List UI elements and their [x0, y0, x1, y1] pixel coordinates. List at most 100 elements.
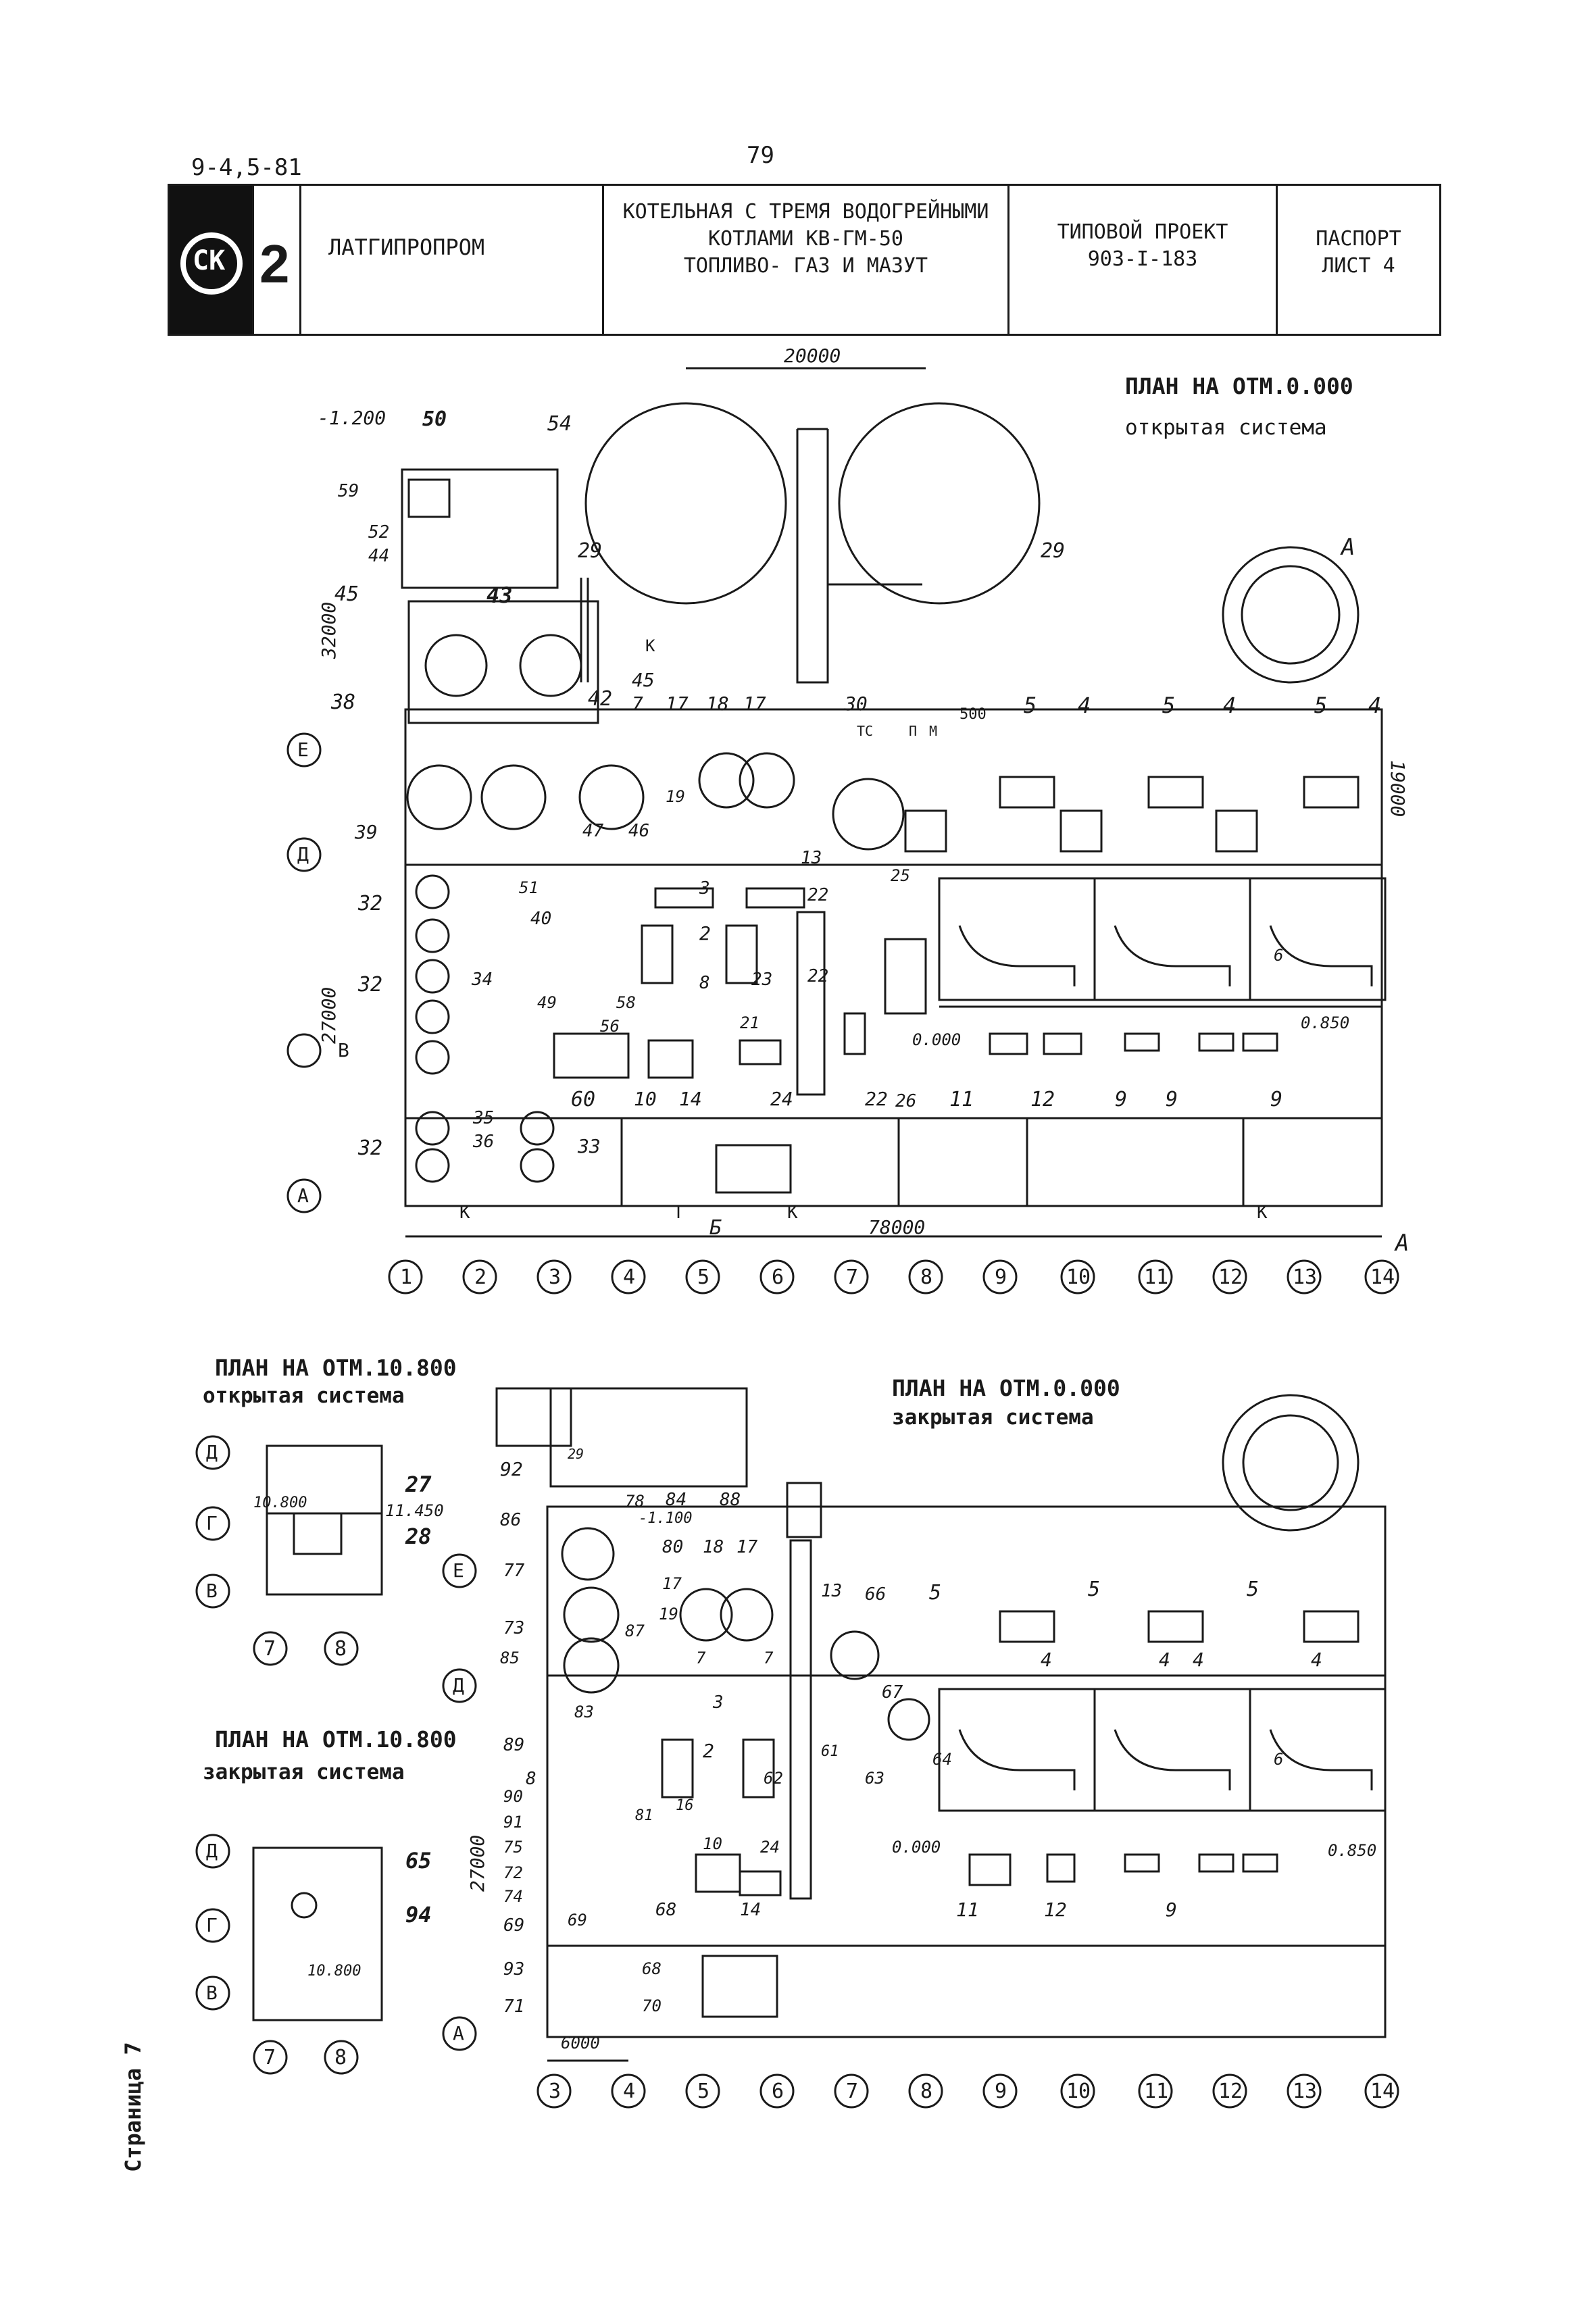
bottom-axis-11: 11	[1144, 2080, 1169, 2103]
callout-32c: 32	[358, 1136, 383, 1160]
callout-8: 8	[699, 973, 710, 993]
callout-59: 59	[338, 481, 359, 501]
mid-closed-row-V: В	[206, 1982, 218, 2004]
callout-27: 27	[405, 1472, 432, 1497]
mid-open-axis-7: 7	[264, 1637, 276, 1661]
bottom-axis-7: 7	[846, 2080, 859, 2103]
callout-38: 38	[331, 690, 356, 714]
callout-21: 21	[740, 1013, 759, 1032]
bottom-axis-5: 5	[697, 2080, 710, 2103]
b-callout-86: 86	[500, 1510, 522, 1530]
organization: ЛАТГИПРОПРОМ	[328, 234, 485, 260]
k-mark-2: К	[787, 1203, 798, 1223]
b-callout-14: 14	[740, 1900, 762, 1920]
b-callout-85: 85	[500, 1649, 520, 1667]
dim-19000: 19000	[1387, 760, 1409, 818]
level-0850: 0.850	[1301, 1013, 1350, 1032]
b-callout-89: 89	[503, 1735, 525, 1755]
b-callout-4d: 4	[1311, 1649, 1322, 1671]
callout-33: 33	[578, 1135, 601, 1157]
top-axis-6: 6	[772, 1265, 784, 1289]
bottom-plan-subtitle: закрытая система	[892, 1405, 1094, 1430]
top-row-E: Е	[297, 738, 309, 761]
b-callout-78: 78	[625, 1492, 645, 1511]
b-callout-7b: 7	[764, 1649, 774, 1667]
section-B: Б	[709, 1216, 722, 1240]
b-callout-18: 18	[703, 1537, 724, 1557]
b-callout-73: 73	[503, 1618, 525, 1638]
b-callout-17b: 17	[662, 1574, 682, 1593]
bottom-level-minus1100: -1.100	[639, 1510, 693, 1527]
mid-open-row-V: В	[206, 1580, 218, 1602]
b-callout-81: 81	[635, 1807, 653, 1824]
b-callout-4c: 4	[1193, 1649, 1204, 1671]
b-callout-69a: 69	[503, 1915, 525, 1936]
callout-18: 18	[706, 693, 729, 715]
bottom-row-D: Д	[453, 1674, 464, 1696]
mid-open-outline	[195, 1435, 383, 1666]
b-callout-62: 62	[764, 1769, 783, 1788]
b-callout-71: 71	[503, 1996, 525, 2017]
k-mark-1: К	[459, 1203, 470, 1223]
mid-closed-subtitle: закрытая система	[203, 1760, 405, 1784]
bottom-axis-bubbles	[442, 1553, 1399, 2109]
b-callout-5a: 5	[929, 1581, 942, 1605]
top-axis-bubbles	[286, 732, 1399, 1294]
callout-54: 54	[547, 412, 572, 436]
callout-44: 44	[368, 546, 390, 566]
b-callout-7a: 7	[696, 1649, 706, 1667]
callout-40: 40	[530, 909, 552, 929]
b-callout-88: 88	[720, 1490, 741, 1510]
callout-11: 11	[949, 1088, 974, 1111]
dim-20000: 20000	[784, 345, 841, 367]
bottom-level-0000: 0.000	[892, 1838, 941, 1857]
logo-text: СК	[193, 245, 226, 276]
b-callout-13: 13	[821, 1581, 843, 1601]
callout-30: 30	[845, 693, 868, 715]
callout-26: 26	[895, 1091, 917, 1111]
b-callout-8: 8	[526, 1769, 537, 1789]
level-10800-closed: 10.800	[307, 1963, 361, 1980]
bottom-row-A: А	[453, 2022, 464, 2044]
b-callout-74: 74	[503, 1887, 523, 1906]
description-line-1: КОТЕЛЬНАЯ С ТРЕМЯ ВОДОГРЕЙНЫМИ	[622, 200, 989, 224]
dim-78000: 78000	[868, 1216, 926, 1238]
project-line-2: 903-I-183	[1087, 247, 1198, 271]
callout-45a: 45	[334, 582, 359, 606]
description-line-2: КОТЛАМИ КВ-ГМ-50	[708, 227, 903, 251]
callout-39: 39	[355, 821, 378, 843]
top-axis-9: 9	[995, 1265, 1007, 1289]
mid-closed-row-D: Д	[206, 1840, 218, 1862]
sheet-line-1: ПАСПОРТ	[1316, 227, 1401, 251]
b-callout-75: 75	[503, 1838, 523, 1857]
b-callout-5b: 5	[1088, 1578, 1101, 1601]
b-callout-29: 29	[568, 1446, 584, 1462]
dim-32000: 32000	[318, 601, 340, 659]
mid-closed-axis-8: 8	[334, 2046, 347, 2069]
callout-49: 49	[537, 993, 557, 1012]
top-axis-13: 13	[1293, 1265, 1318, 1289]
callout-22b: 22	[807, 966, 829, 986]
sheet-line-2: ЛИСТ 4	[1322, 254, 1395, 278]
callout-22c: 22	[865, 1088, 888, 1110]
b-callout-4a: 4	[1041, 1649, 1052, 1671]
bottom-row-E: Е	[453, 1559, 464, 1582]
callout-24: 24	[770, 1088, 793, 1110]
top-row-A: А	[297, 1184, 309, 1207]
callout-5b: 5	[1162, 693, 1176, 718]
top-plan-subtitle: открытая система	[1125, 416, 1327, 440]
b-callout-4b: 4	[1159, 1649, 1170, 1671]
top-axis-4: 4	[623, 1265, 636, 1289]
callout-5a: 5	[1024, 693, 1037, 718]
callout-47: 47	[582, 821, 604, 841]
callout-13: 13	[801, 848, 822, 868]
mid-closed-row-G: Г	[206, 1914, 218, 1936]
callout-34: 34	[472, 970, 493, 990]
b-callout-90: 90	[503, 1787, 523, 1806]
level-11450: 11.450	[385, 1501, 444, 1520]
callout-32a: 32	[358, 892, 383, 915]
bottom-axis-13: 13	[1293, 2080, 1318, 2103]
k-mark-4: К	[645, 636, 655, 655]
dim-500: 500	[959, 706, 987, 723]
bottom-plan-title: ПЛАН НА ОТМ.0.000	[892, 1375, 1120, 1401]
